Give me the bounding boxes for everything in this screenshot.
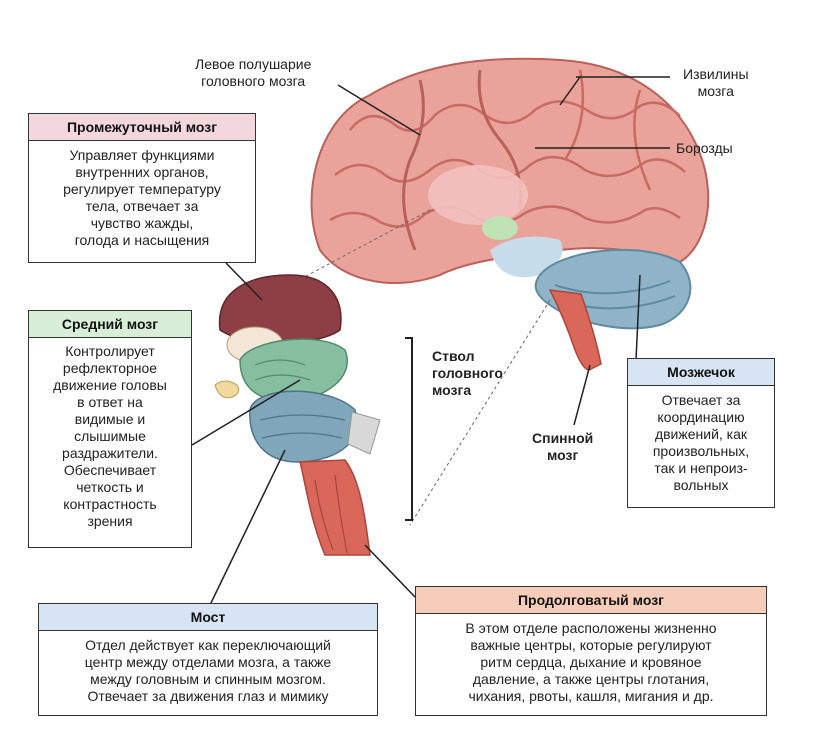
- box-midbrain: Средний мозг Контролирует рефлекторное д…: [28, 310, 192, 548]
- box-pons-title: Мост: [39, 604, 377, 631]
- box-diencephalon-title: Промежуточный мозг: [29, 114, 255, 141]
- box-medulla: Продолговатый мозг В этом отделе располо…: [415, 586, 767, 716]
- box-midbrain-text: Контролирует рефлекторное движение голов…: [53, 343, 167, 529]
- brainstem-bracket: [405, 337, 413, 521]
- box-medulla-title: Продолговатый мозг: [416, 587, 766, 614]
- box-cerebellum: Мозжечок Отвечает за координацию движени…: [627, 358, 775, 508]
- box-midbrain-title: Средний мозг: [29, 311, 191, 338]
- box-cerebellum-text: Отвечает за координацию движений, как пр…: [652, 392, 750, 493]
- label-gyri: Извилины мозга: [683, 66, 749, 99]
- box-pons: Мост Отдел действует как переключающий ц…: [38, 603, 378, 716]
- leader-lines: [191, 76, 670, 606]
- box-cerebellum-title: Мозжечок: [628, 359, 774, 386]
- box-pons-text: Отдел действует как переключающий центр …: [84, 637, 332, 704]
- label-left-hemisphere: Левое полушарие головного мозга: [195, 56, 312, 89]
- box-diencephalon: Промежуточный мозг Управляет функциями в…: [28, 113, 256, 263]
- enlarged-brainstem: [214, 274, 381, 556]
- box-medulla-text: В этом отделе расположены жизненно важны…: [465, 620, 717, 704]
- label-sulci: Борозды: [676, 140, 733, 156]
- cerebrum: [310, 57, 710, 284]
- label-brainstem: Ствол головного мозга: [432, 348, 503, 398]
- label-spinal-cord: Спинной мозг: [532, 430, 594, 463]
- box-diencephalon-text: Управляет функциями внутренних органов, …: [63, 147, 221, 248]
- cerebellum-shape: [534, 248, 692, 330]
- spinal-cord-shape: [548, 289, 602, 371]
